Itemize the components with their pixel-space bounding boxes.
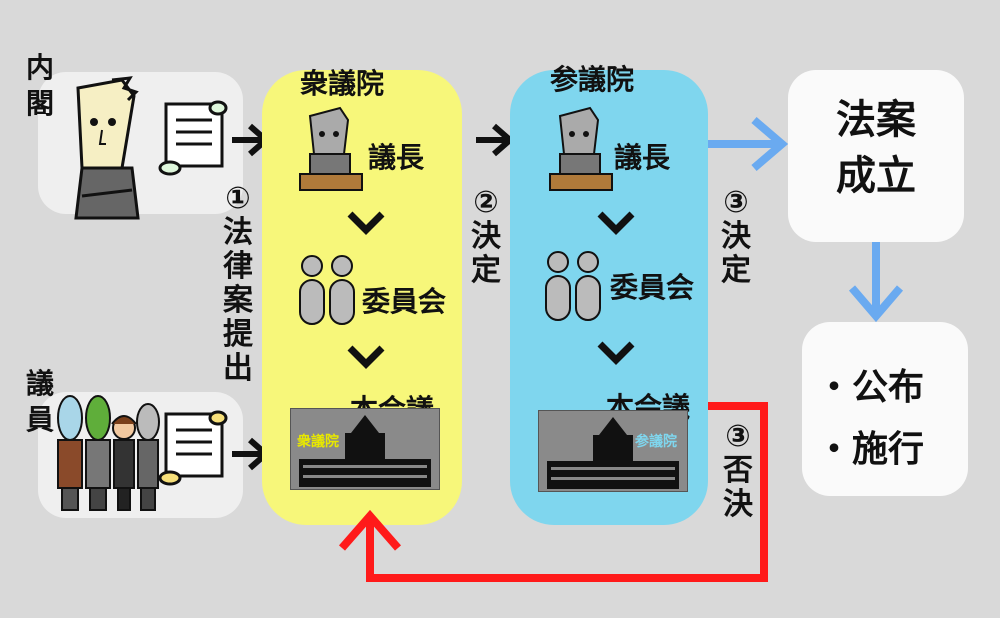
committee-icon <box>545 251 601 321</box>
lower-committee-label: 委員会 <box>362 285 447 318</box>
building-house-label: 参議院 <box>635 434 677 450</box>
speaker-icon <box>549 106 613 191</box>
chevron-down-icon <box>347 345 385 369</box>
diet-building-icon: 参議院 <box>538 410 688 492</box>
step-submit-bill: ① 法 律 案 提 出 <box>223 181 253 386</box>
upper-committee-label: 委員会 <box>610 271 695 304</box>
enactment-box <box>802 322 968 496</box>
bill-passed-box <box>788 70 964 242</box>
bill-passed-label: 法案 成立 <box>836 97 916 199</box>
upper-house-title: 参議院 <box>550 63 635 96</box>
step-upper-decide: ③ 決 定 <box>721 185 751 288</box>
step-upper-reject: ③ 否 決 <box>723 419 753 522</box>
step-lower-decide: ② 決 定 <box>471 185 501 288</box>
lower-house-title: 衆議院 <box>300 67 385 100</box>
reject-arrow-icon <box>338 402 768 582</box>
pass-arrow-icon <box>708 116 789 172</box>
upper-speaker-label: 議長 <box>614 141 671 174</box>
arrow-right-icon <box>476 123 515 157</box>
speaker-icon <box>299 106 363 191</box>
cabinet-label: 内 閣 <box>25 51 54 120</box>
scroll-icon <box>158 100 228 176</box>
enforcement-label: ・施行 <box>816 429 925 470</box>
committee-icon <box>299 255 355 325</box>
pass-arrow-icon <box>848 242 904 323</box>
chevron-down-icon <box>597 341 635 365</box>
diet-building-icon: 衆議院 <box>290 408 440 490</box>
chevron-down-icon <box>347 211 385 235</box>
members-group-icon <box>57 395 160 511</box>
members-label: 議 員 <box>25 367 54 436</box>
lower-speaker-label: 議長 <box>368 141 425 174</box>
promulgation-label: ・公布 <box>816 367 925 408</box>
building-house-label: 衆議院 <box>297 434 339 450</box>
cabinet-minister-icon <box>74 76 140 220</box>
scroll-icon <box>158 410 228 486</box>
chevron-down-icon <box>597 211 635 235</box>
